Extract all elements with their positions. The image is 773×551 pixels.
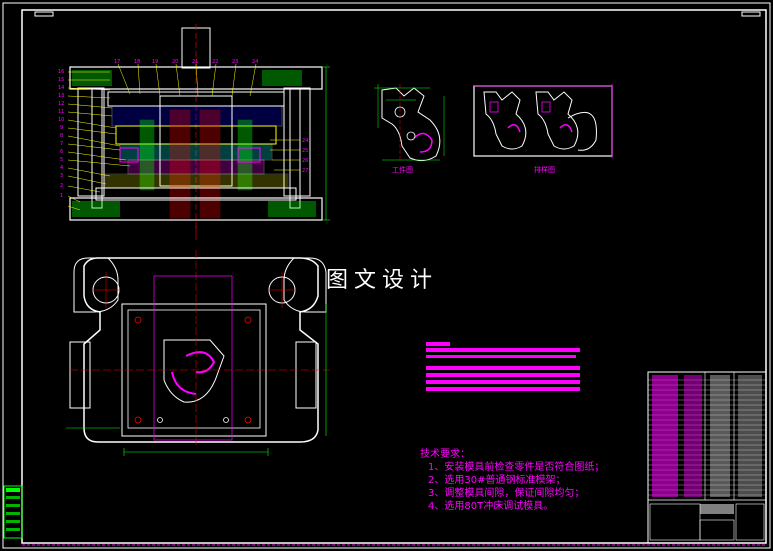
parameter-block xyxy=(426,342,580,391)
part-caption: 工件图 xyxy=(392,166,413,174)
svg-text:19: 19 xyxy=(152,59,158,65)
drawing-border-inner xyxy=(21,9,767,544)
tech-requirement-item: 1、安装模具前检查零件是否符合图纸； xyxy=(428,462,605,473)
svg-text:2: 2 xyxy=(60,183,63,189)
svg-text:15: 15 xyxy=(58,77,64,83)
bottom-plate xyxy=(69,197,323,221)
title-block xyxy=(647,371,767,544)
svg-text:3: 3 xyxy=(60,173,63,179)
tech-requirements: 技术要求： 1、安装模具前检查零件是否符合图纸； 2、选用30#普通钢标准模架；… xyxy=(420,448,604,513)
svg-text:24: 24 xyxy=(302,138,308,144)
revision-block xyxy=(3,485,23,539)
svg-text:11: 11 xyxy=(58,109,64,115)
svg-text:21: 21 xyxy=(192,59,198,65)
guide-post-right xyxy=(289,87,301,209)
strip-layout-view xyxy=(473,84,613,158)
part-view xyxy=(374,84,445,162)
corner-mark xyxy=(34,11,54,17)
svg-text:4: 4 xyxy=(60,165,63,171)
svg-text:16: 16 xyxy=(58,69,64,75)
svg-text:9: 9 xyxy=(60,125,63,131)
layout-caption: 排样图 xyxy=(534,166,555,174)
svg-text:23: 23 xyxy=(232,59,238,65)
section-view: 16 15 14 13 12 11 10 9 8 7 6 5 4 3 2 1 17 18 19 20 21… xyxy=(58,24,330,240)
plan-view xyxy=(66,250,330,456)
svg-text:22: 22 xyxy=(212,59,218,65)
svg-text:5: 5 xyxy=(60,157,63,163)
svg-text:18: 18 xyxy=(134,59,140,65)
watermark-text: 图文设计 xyxy=(326,268,439,293)
svg-text:6: 6 xyxy=(60,149,63,155)
svg-text:8: 8 xyxy=(60,133,63,139)
svg-text:12: 12 xyxy=(58,101,64,107)
svg-text:26: 26 xyxy=(302,158,308,164)
svg-text:7: 7 xyxy=(60,141,63,147)
svg-text:13: 13 xyxy=(58,93,64,99)
svg-text:14: 14 xyxy=(58,85,64,91)
svg-text:24: 24 xyxy=(252,59,258,65)
tech-requirement-item: 3、调整模具间隙，保证间隙均匀； xyxy=(428,488,585,499)
svg-text:10: 10 xyxy=(58,117,64,123)
svg-text:27: 27 xyxy=(302,168,308,174)
tech-requirement-item: 4、选用80T冲床调试模具。 xyxy=(428,501,554,512)
tech-requirements-title: 技术要求： xyxy=(420,449,470,460)
svg-text:20: 20 xyxy=(172,59,178,65)
corner-mark xyxy=(741,11,761,17)
svg-text:17: 17 xyxy=(114,59,120,65)
svg-text:1: 1 xyxy=(60,193,63,199)
svg-text:25: 25 xyxy=(302,148,308,154)
tech-requirement-item: 2、选用30#普通钢标准模架； xyxy=(428,475,566,486)
